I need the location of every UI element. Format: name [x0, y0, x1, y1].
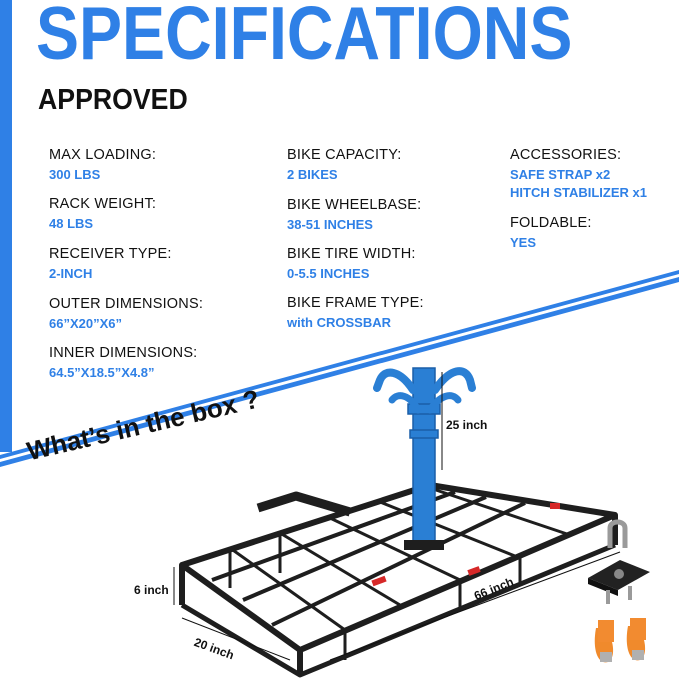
page-subtitle: APPROVED: [38, 84, 188, 116]
reflector-center: [467, 566, 481, 576]
spec-bike-frame-type: BIKE FRAME TYPE: with CROSSBAR: [287, 295, 497, 332]
spec-label: INNER DIMENSIONS:: [49, 345, 198, 361]
stripe-upper: [0, 270, 679, 459]
spec-label: FOLDABLE:: [510, 215, 592, 231]
spec-value: 0-5.5 INCHES: [287, 266, 370, 281]
spec-value: 66”X20”X6”: [49, 316, 122, 331]
spec-label: ACCESSORIES:: [510, 147, 622, 163]
spec-value: 2 BIKES: [287, 167, 338, 182]
spec-label: RECEIVER TYPE:: [49, 246, 172, 262]
spec-value: with CROSSBAR: [287, 315, 391, 330]
stripe-lower: [0, 277, 679, 467]
spec-value: 300 LBS: [49, 167, 101, 182]
page-title: SPECIFICATIONS: [36, 0, 573, 75]
spec-value: 38-51 INCHES: [287, 217, 373, 232]
spec-inner-dimensions: INNER DIMENSIONS: 64.5”X18.5”X4.8”: [49, 345, 259, 382]
spec-value: YES: [510, 235, 537, 250]
dimension-height-label: 25 inch: [446, 418, 488, 432]
dimension-depth-label: 6 inch: [134, 583, 169, 597]
safe-strap-icon: [594, 618, 646, 663]
spec-label: BIKE CAPACITY:: [287, 147, 402, 163]
spec-value: 64.5”X18.5”X4.8”: [49, 365, 155, 380]
spec-label: RACK WEIGHT:: [49, 196, 157, 212]
spec-label: BIKE TIRE WIDTH:: [287, 246, 416, 262]
spec-value: SAFE STRAP x2: [510, 167, 611, 182]
spec-accessories: ACCESSORIES: SAFE STRAP x2 HITCH STABILI…: [510, 147, 670, 202]
spec-value: 48 LBS: [49, 216, 94, 231]
reflector-left: [371, 575, 387, 587]
spec-outer-dimensions: OUTER DIMENSIONS: 66”X20”X6”: [49, 296, 259, 333]
spec-bike-capacity: BIKE CAPACITY: 2 BIKES: [287, 147, 497, 184]
left-accent-bar: [0, 0, 12, 452]
length-dimension-line: [329, 551, 621, 661]
dimension-lines: [173, 372, 621, 661]
spec-label: BIKE WHEELBASE:: [287, 197, 422, 213]
spec-value: 2-INCH: [49, 266, 93, 281]
spec-value-2: HITCH STABILIZER x1: [510, 185, 647, 200]
spec-label: MAX LOADING:: [49, 147, 157, 163]
rack-frame: [179, 482, 618, 678]
spec-bike-tire-width: BIKE TIRE WIDTH: 0-5.5 INCHES: [287, 246, 497, 283]
spec-foldable: FOLDABLE: YES: [510, 215, 670, 252]
hitch-stabilizer-icon: [588, 519, 650, 604]
spec-bike-wheelbase: BIKE WHEELBASE: 38-51 INCHES: [287, 197, 497, 234]
spec-max-loading: MAX LOADING: 300 LBS: [49, 147, 259, 184]
spec-label: BIKE FRAME TYPE:: [287, 295, 424, 311]
spec-receiver-type: RECEIVER TYPE: 2-INCH: [49, 246, 259, 283]
bike-mount-arm: [373, 367, 476, 550]
spec-label: OUTER DIMENSIONS:: [49, 296, 204, 312]
spec-rack-weight: RACK WEIGHT: 48 LBS: [49, 196, 259, 233]
width-dimension-line: [181, 617, 291, 661]
reflector-right: [550, 503, 560, 509]
